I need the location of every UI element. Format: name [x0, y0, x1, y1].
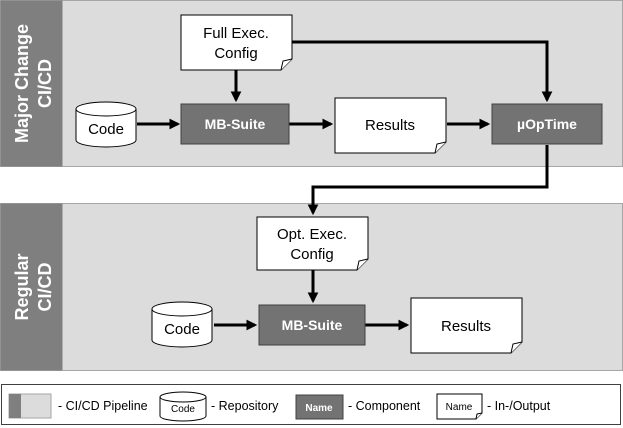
regular-arrows	[214, 270, 410, 331]
major-results-label: Results	[365, 117, 415, 134]
legend-repository-icon-text: Code	[171, 404, 195, 415]
regular-code-repository: Code	[151, 301, 213, 348]
major-code-label: Code	[88, 121, 124, 138]
legend-io-label: - In-/Output	[487, 399, 551, 413]
opt-exec-config-line2: Config	[290, 246, 333, 263]
legend-pipeline-label: - CI/CD Pipeline	[58, 399, 148, 413]
legend-pipeline: - CI/CD Pipeline	[8, 393, 148, 419]
legend-repository-label: - Repository	[211, 399, 279, 413]
major-mb-suite: MB-Suite	[180, 103, 290, 145]
legend-io-icon-text: Name	[446, 402, 473, 413]
legend-component-label: - Component	[348, 399, 421, 413]
legend-component-swatch	[295, 394, 344, 420]
major-results: Results	[334, 97, 447, 154]
arrow-uoptime-to-optconfig	[307, 145, 549, 216]
legend-io: Name - In-/Output	[436, 393, 551, 420]
legend-repository: Code - Repository	[159, 391, 279, 422]
full-exec-config-line2: Config	[214, 45, 257, 62]
full-exec-config-line1: Full Exec.	[203, 25, 269, 42]
lane-major-tab	[0, 0, 63, 167]
major-code-repository: Code	[75, 101, 137, 148]
legend-component: Name - Component	[295, 394, 421, 420]
regular-code-label: Code	[164, 321, 200, 338]
regular-results-label: Results	[441, 318, 491, 335]
legend: - CI/CD Pipeline Code - Repository Name …	[1, 384, 621, 425]
regular-mb-suite-label: MB-Suite	[282, 317, 343, 333]
lane-major-title-line1: Major Change	[12, 24, 32, 143]
opt-exec-config-line1: Opt. Exec.	[277, 226, 347, 243]
major-full-exec-config: Full Exec. Config	[180, 14, 293, 71]
arrow-fullconfig-to-uoptime	[292, 40, 553, 103]
lane-regular-title-line1: Regular	[12, 253, 32, 320]
lane-major-title-line2: CI/CD	[35, 59, 55, 108]
regular-mb-suite: MB-Suite	[258, 304, 366, 346]
uoptime: µOpTime	[491, 103, 603, 145]
legend-component-icon-text: Name	[305, 403, 333, 414]
major-arrows	[137, 40, 553, 216]
lane-regular-title-line2: CI/CD	[35, 263, 55, 312]
regular-results: Results	[410, 297, 523, 354]
legend-pipeline-tab-swatch	[9, 394, 21, 418]
major-mb-suite-label: MB-Suite	[205, 116, 266, 132]
lane-regular-tab	[0, 203, 63, 371]
regular-opt-exec-config: Opt. Exec. Config	[256, 216, 369, 271]
uoptime-label: µOpTime	[517, 116, 577, 132]
